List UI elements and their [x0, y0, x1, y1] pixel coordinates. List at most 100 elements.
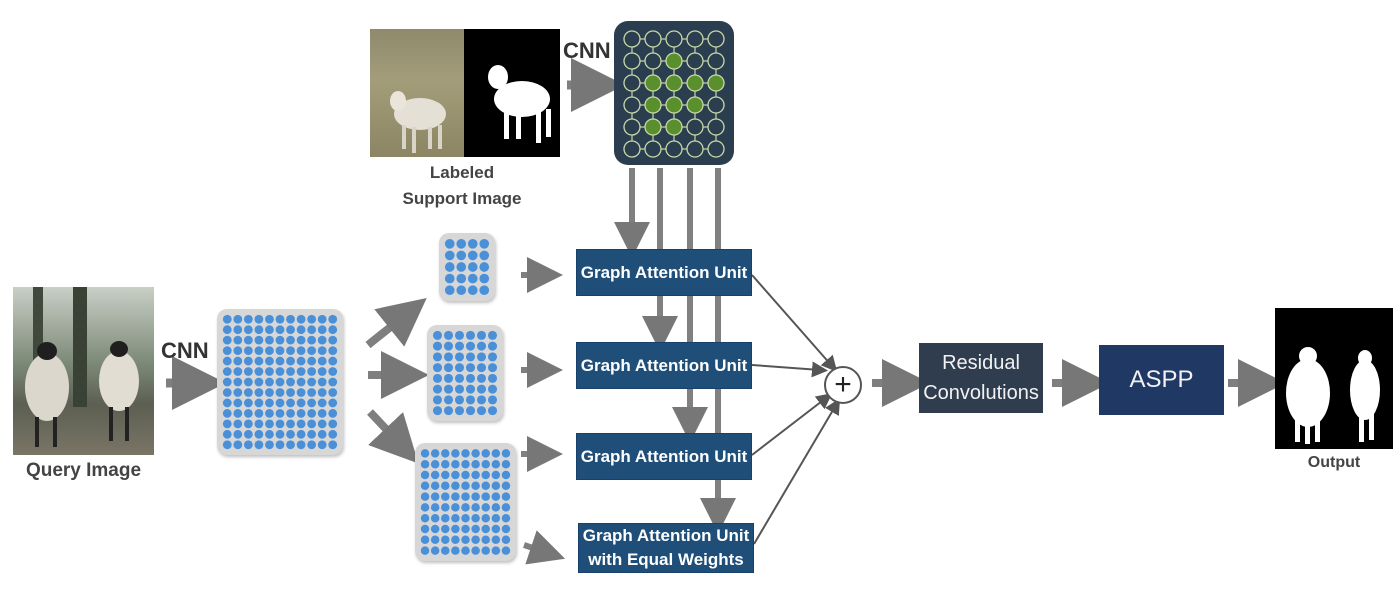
- feature-grid-small: [439, 233, 495, 301]
- grid-node: [317, 398, 327, 408]
- grid-node: [465, 384, 476, 394]
- grid-node: [317, 346, 327, 356]
- unit-label-line2: with Equal Weights: [588, 550, 744, 569]
- grid-node: [461, 470, 470, 480]
- grid-node: [441, 503, 450, 512]
- grid-node: [265, 419, 274, 429]
- graph-attention-unit-2: Graph Attention Unit: [576, 342, 752, 389]
- grid-node: [430, 492, 440, 501]
- grid-node: [420, 524, 430, 534]
- feature-grid-xlarge: [415, 443, 516, 561]
- grid-node: [222, 325, 232, 335]
- grid-node: [265, 388, 274, 397]
- grid-node: [432, 352, 443, 362]
- grid-node: [317, 335, 327, 345]
- grid-node: [328, 419, 338, 429]
- grid-node: [275, 388, 285, 397]
- query-feature-grid-large: [217, 309, 343, 455]
- grid-node: [481, 513, 490, 523]
- grid-node: [432, 330, 443, 340]
- unit1-to-sum: [751, 274, 838, 373]
- grid-node: [451, 459, 460, 469]
- grid-node: [328, 356, 338, 366]
- grid-node: [328, 367, 338, 376]
- grid-node: [254, 367, 264, 376]
- grid-node: [243, 408, 253, 418]
- grid-node: [265, 356, 274, 366]
- grid-node: [233, 440, 243, 450]
- grid-node: [471, 470, 480, 480]
- grid-node: [243, 314, 253, 324]
- grid-node: [275, 346, 285, 356]
- grid-node: [307, 325, 317, 335]
- grid-node: [222, 335, 232, 345]
- grid-node: [233, 314, 243, 324]
- graph-node-foreground: [665, 52, 683, 70]
- grid-node: [432, 406, 443, 416]
- grid-node: [461, 513, 470, 523]
- grid-node: [286, 408, 295, 418]
- grid-node: [420, 449, 430, 458]
- grid-node: [286, 356, 295, 366]
- grid-node: [456, 262, 467, 272]
- grid-node: [233, 429, 243, 439]
- grid-node: [307, 346, 317, 356]
- feature-grid-medium: [427, 325, 503, 421]
- grid-node: [286, 388, 295, 397]
- grid-node: [265, 398, 274, 408]
- grid-node: [481, 470, 490, 480]
- grid-node: [487, 373, 498, 383]
- fanout-arrow-top: [365, 298, 427, 349]
- grid-node: [317, 356, 327, 366]
- graph-node-foreground: [686, 74, 704, 92]
- graph-node: [686, 118, 704, 136]
- grid-node: [328, 388, 338, 397]
- grid-node: [430, 481, 440, 491]
- grid-node: [471, 481, 480, 491]
- grid-node: [296, 408, 306, 418]
- grid-node: [461, 449, 470, 458]
- grid-node: [296, 388, 306, 397]
- grid-node: [487, 341, 498, 351]
- grid-node: [254, 429, 264, 439]
- grid-node: [441, 481, 450, 491]
- support-photo: [370, 29, 464, 157]
- grid-node: [286, 419, 295, 429]
- grid-node: [328, 398, 338, 408]
- grid-node: [476, 384, 487, 394]
- residual-line2: Convolutions: [923, 382, 1039, 404]
- lamb-mask-icon: [488, 65, 551, 143]
- grid-node: [471, 546, 480, 555]
- grid-node: [476, 406, 487, 416]
- grid-node: [296, 346, 306, 356]
- grid-node: [265, 377, 274, 387]
- unit4-to-sum: [753, 398, 841, 545]
- grid-node: [501, 513, 511, 523]
- grid-node: [317, 419, 327, 429]
- support-graph: [614, 21, 734, 165]
- residual-convolutions-block: Residual Convolutions: [919, 343, 1043, 413]
- grid-node: [476, 373, 487, 383]
- grid-node: [441, 459, 450, 469]
- grid-node: [265, 408, 274, 418]
- grid-node: [265, 314, 274, 324]
- grid-node: [265, 346, 274, 356]
- grid-node: [317, 408, 327, 418]
- grid-node: [420, 492, 430, 501]
- grid-node: [243, 440, 253, 450]
- graph-node: [644, 140, 662, 158]
- unit3-to-sum: [751, 393, 833, 456]
- grid-node: [307, 356, 317, 366]
- grid-node: [481, 535, 490, 545]
- grid-node: [254, 388, 264, 397]
- grid-node: [233, 356, 243, 366]
- grid-node: [222, 440, 232, 450]
- grid-node: [451, 481, 460, 491]
- grid-node: [233, 367, 243, 376]
- grid-node: [265, 325, 274, 335]
- grid-node: [233, 398, 243, 408]
- grid-node: [254, 377, 264, 387]
- grid-node: [491, 481, 501, 491]
- grid-node: [233, 388, 243, 397]
- feature-grid-nodes: [444, 238, 490, 296]
